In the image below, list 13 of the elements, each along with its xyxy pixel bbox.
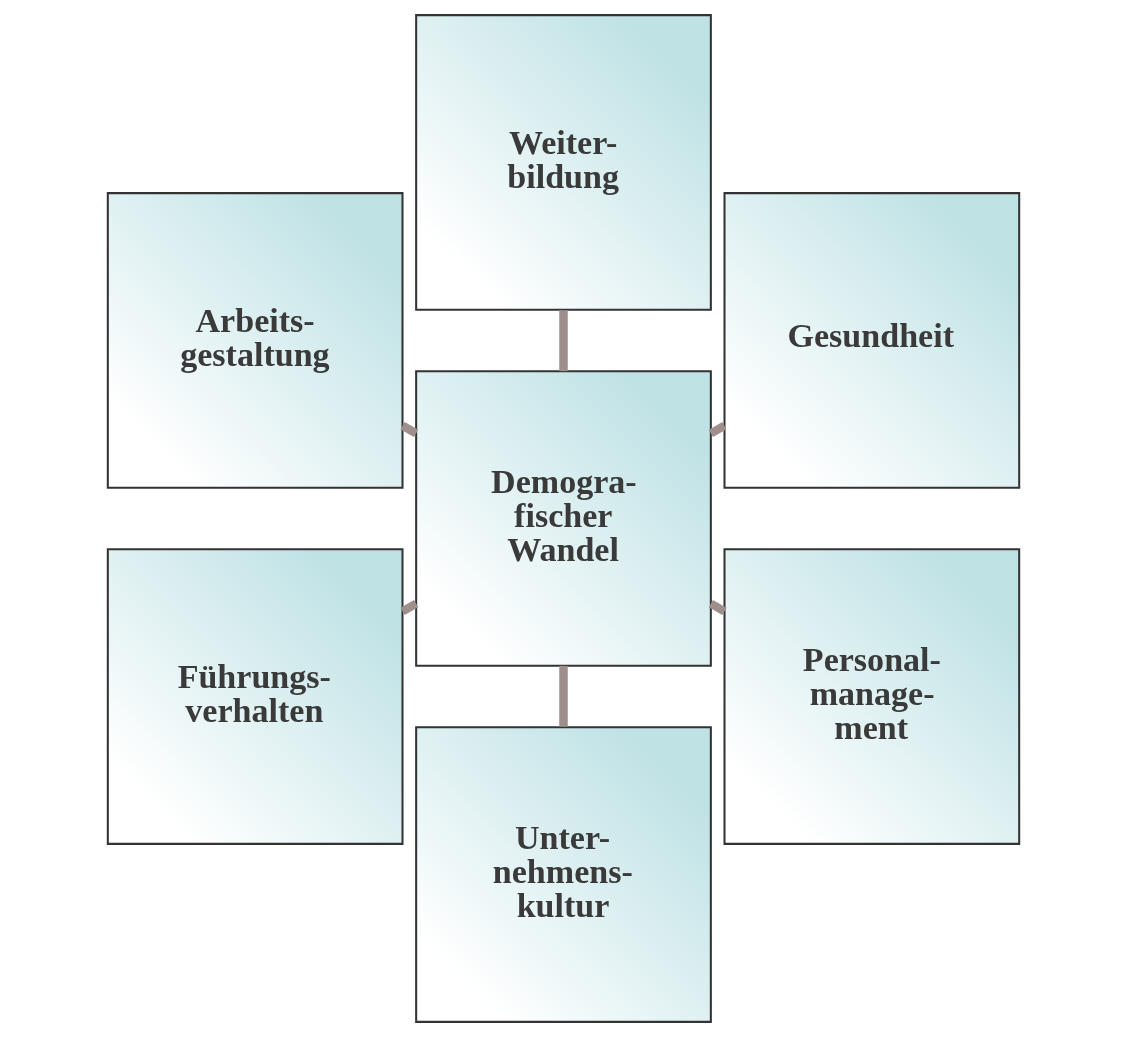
connector: [400, 599, 418, 616]
node-box: Personal- manage- ment: [723, 548, 1020, 845]
node-box: Führungs- verhalten: [106, 548, 403, 845]
node-box: Demogra- fischer Wandel: [414, 370, 712, 667]
node-box: Arbeits- gestaltung: [106, 192, 403, 489]
connector: [708, 421, 726, 438]
node-box: Gesundheit: [723, 192, 1020, 489]
node-box: Unter- nehmens- kultur: [414, 726, 712, 1023]
node-box: Weiter- bildung: [414, 14, 712, 311]
connector: [558, 665, 568, 727]
connector: [708, 599, 726, 616]
connector: [400, 421, 418, 438]
connector: [558, 310, 568, 372]
